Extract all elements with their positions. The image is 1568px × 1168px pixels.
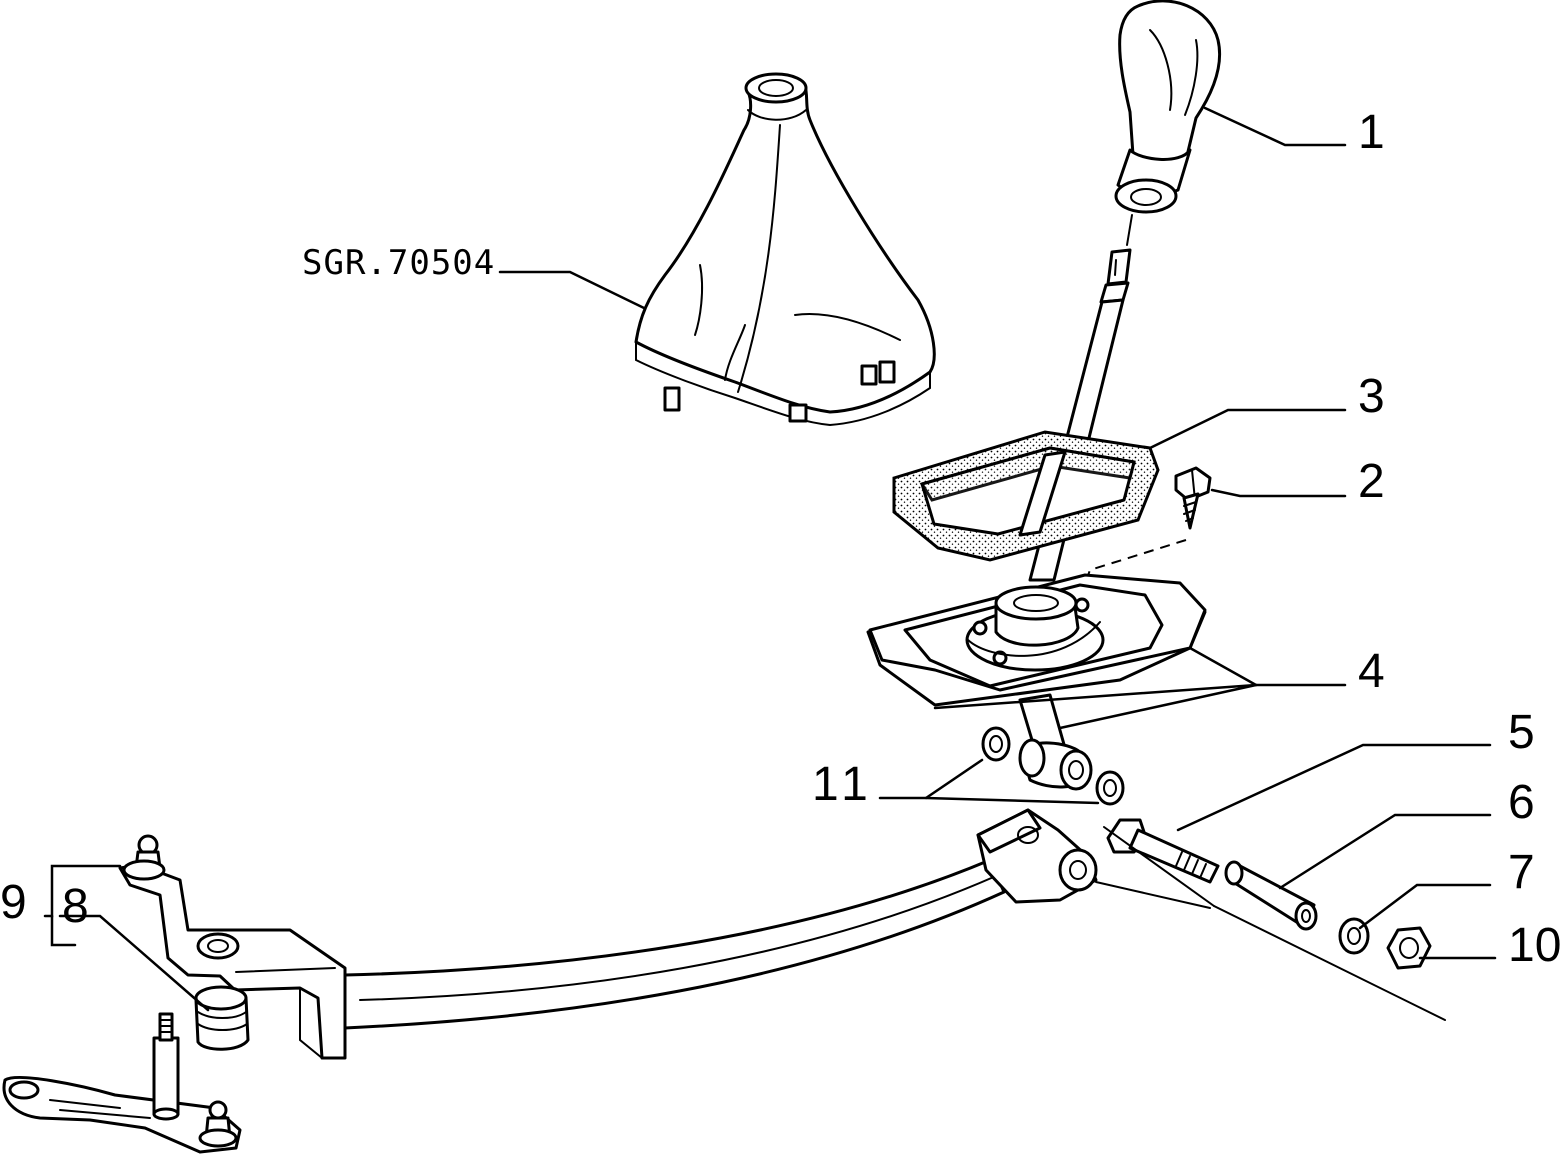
callout-2: 2	[1358, 455, 1385, 508]
rubber-bush	[194, 985, 250, 1051]
callout-4: 4	[1358, 645, 1385, 698]
gear-boot	[634, 72, 936, 427]
rod-clevis	[976, 808, 1098, 904]
seal-gasket	[892, 430, 1160, 562]
spacer-tube	[1224, 860, 1318, 931]
callout-10: 10	[1508, 919, 1561, 972]
callout-6: 6	[1508, 776, 1535, 829]
lever-pivot	[1018, 693, 1093, 791]
bracket	[118, 863, 347, 1060]
selector-rod	[343, 858, 1006, 1030]
callout-3: 3	[1358, 370, 1385, 423]
washer-left	[981, 726, 1011, 762]
screw	[1174, 466, 1212, 530]
lever-base-plate	[866, 573, 1207, 707]
leader-lines	[43, 106, 1497, 1012]
nut	[1386, 926, 1432, 970]
washer-right	[1095, 770, 1125, 806]
ball-stud-top	[122, 834, 166, 881]
bolt	[1106, 818, 1220, 884]
callout-7: 7	[1508, 846, 1535, 899]
callout-8: 8	[62, 880, 89, 933]
reference-code-label: SGR.70504	[302, 243, 495, 283]
callout-9: 9	[0, 876, 27, 929]
gear-knob	[1114, 0, 1222, 214]
callout-11: 11	[812, 758, 874, 811]
lower-lever	[2, 1012, 242, 1154]
callout-5: 5	[1508, 706, 1535, 759]
callout-1: 1	[1358, 106, 1385, 159]
